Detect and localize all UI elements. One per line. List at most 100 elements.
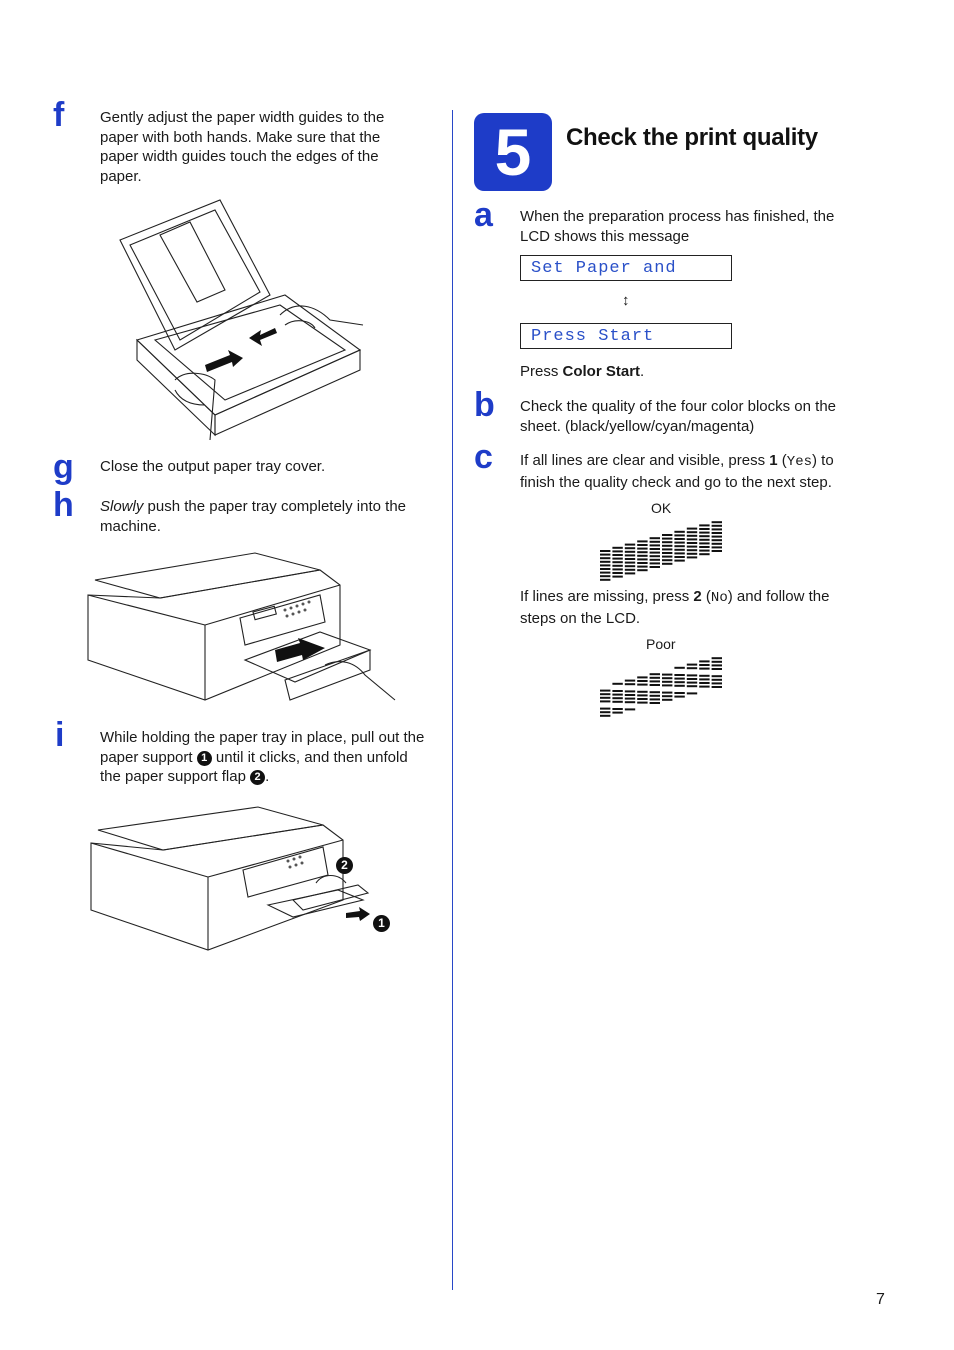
pattern-line <box>711 682 722 685</box>
pattern-line <box>674 548 685 551</box>
pattern-line <box>612 708 623 710</box>
pattern-line <box>711 550 722 552</box>
step-letter-g: g <box>53 448 74 486</box>
pattern-line <box>612 550 623 553</box>
pattern-line <box>711 686 722 688</box>
no-label: No <box>710 590 728 606</box>
pattern-line <box>699 553 710 556</box>
pattern-line <box>674 556 685 558</box>
pattern-line <box>686 678 698 680</box>
pattern-line <box>674 684 685 687</box>
pattern-line <box>612 682 623 685</box>
pattern-line <box>612 557 623 560</box>
pattern-line <box>600 693 611 696</box>
pattern-line <box>686 685 698 688</box>
pattern-line <box>699 685 710 688</box>
pattern-line <box>600 711 611 714</box>
pattern-line <box>600 689 611 692</box>
pattern-line <box>662 695 673 698</box>
pattern-line <box>624 572 636 575</box>
step-i-text-2: until it clicks, and then unfold the pap… <box>100 748 408 786</box>
pattern-line <box>612 564 623 567</box>
pattern-line <box>612 575 623 578</box>
pattern-line <box>637 690 648 693</box>
step-a-text: When the preparation process has finishe… <box>520 208 835 245</box>
pattern-line <box>637 547 648 550</box>
missing-lines-text: If lines are missing, press 2 (No) and f… <box>520 587 855 628</box>
pattern-line <box>649 684 660 686</box>
pattern-line <box>649 540 660 543</box>
pattern-line <box>624 550 636 553</box>
pattern-line <box>686 681 698 684</box>
pattern-line <box>624 694 636 696</box>
pattern-line <box>637 565 648 568</box>
pattern-line <box>711 535 722 538</box>
ok-print-pattern <box>600 521 722 581</box>
pattern-line <box>686 531 698 534</box>
paper-tray-guides-illustration <box>119 199 364 441</box>
lcd-message-2: Press Start <box>520 323 732 349</box>
pattern-line <box>649 694 660 697</box>
pattern-line <box>686 552 698 555</box>
pattern-line <box>674 681 685 684</box>
pattern-line <box>600 700 611 703</box>
pattern-line <box>686 527 698 530</box>
pattern-line <box>674 695 685 698</box>
pattern-line <box>711 675 722 678</box>
pattern-line <box>699 660 710 663</box>
pattern-line <box>674 541 685 544</box>
alternating-arrow-icon: ↕ <box>622 292 630 309</box>
pattern-line <box>686 667 698 670</box>
pattern-line <box>711 664 722 667</box>
step-h-italic: Slowly <box>100 498 144 515</box>
pattern-line <box>711 528 722 531</box>
step-letter-f: f <box>53 96 65 134</box>
press-instruction: Press Color Start. <box>520 362 855 382</box>
pattern-line <box>674 674 685 676</box>
pattern-line <box>674 534 685 537</box>
section-number-box: 5 <box>474 113 552 191</box>
pattern-line <box>637 551 648 554</box>
pattern-line <box>649 544 660 547</box>
pattern-line <box>699 667 710 670</box>
pattern-line <box>686 674 698 677</box>
step-h-text: Slowly push the paper tray completely in… <box>100 497 430 536</box>
column-divider <box>452 110 453 1290</box>
key-2: 2 <box>693 588 702 605</box>
step-letter-b: b <box>474 386 495 424</box>
pattern-line <box>624 690 636 693</box>
pattern-line <box>600 571 611 574</box>
paren-2: ( <box>701 588 711 605</box>
pattern-line <box>662 534 673 536</box>
missing-text-2: ) and follow the steps on the LCD. <box>520 588 830 627</box>
pattern-line <box>637 676 648 679</box>
step-b-text: Check the quality of the four color bloc… <box>520 398 837 435</box>
pattern-line <box>649 555 660 558</box>
pattern-line <box>662 548 673 551</box>
step-c-text: If all lines are clear and visible, pres… <box>520 451 855 492</box>
pattern-line <box>612 546 623 549</box>
figure-marker-2: 2 <box>336 857 353 874</box>
pattern-line <box>711 546 722 549</box>
pattern-line <box>649 551 660 554</box>
pattern-line <box>674 538 685 540</box>
pattern-line <box>612 693 623 696</box>
pattern-line <box>637 558 648 561</box>
step-g-text: Close the output paper tray cover. <box>100 458 326 475</box>
pattern-line <box>600 707 611 710</box>
pattern-line <box>637 569 648 572</box>
step-i-text-1: While holding the paper tray in place, p… <box>100 729 425 766</box>
pattern-line <box>649 691 660 694</box>
lcd-message-1: Set Paper and <box>520 255 732 281</box>
pattern-line <box>612 554 623 556</box>
pattern-line <box>649 676 660 679</box>
pattern-line <box>662 680 673 683</box>
pattern-line <box>662 677 673 680</box>
color-start-label: Color Start <box>562 363 641 380</box>
pattern-line <box>600 550 611 552</box>
pattern-line <box>711 539 722 542</box>
pattern-line <box>624 697 636 700</box>
pattern-line <box>624 679 636 682</box>
pattern-line <box>662 691 673 694</box>
figure-marker-1: 1 <box>373 915 390 932</box>
